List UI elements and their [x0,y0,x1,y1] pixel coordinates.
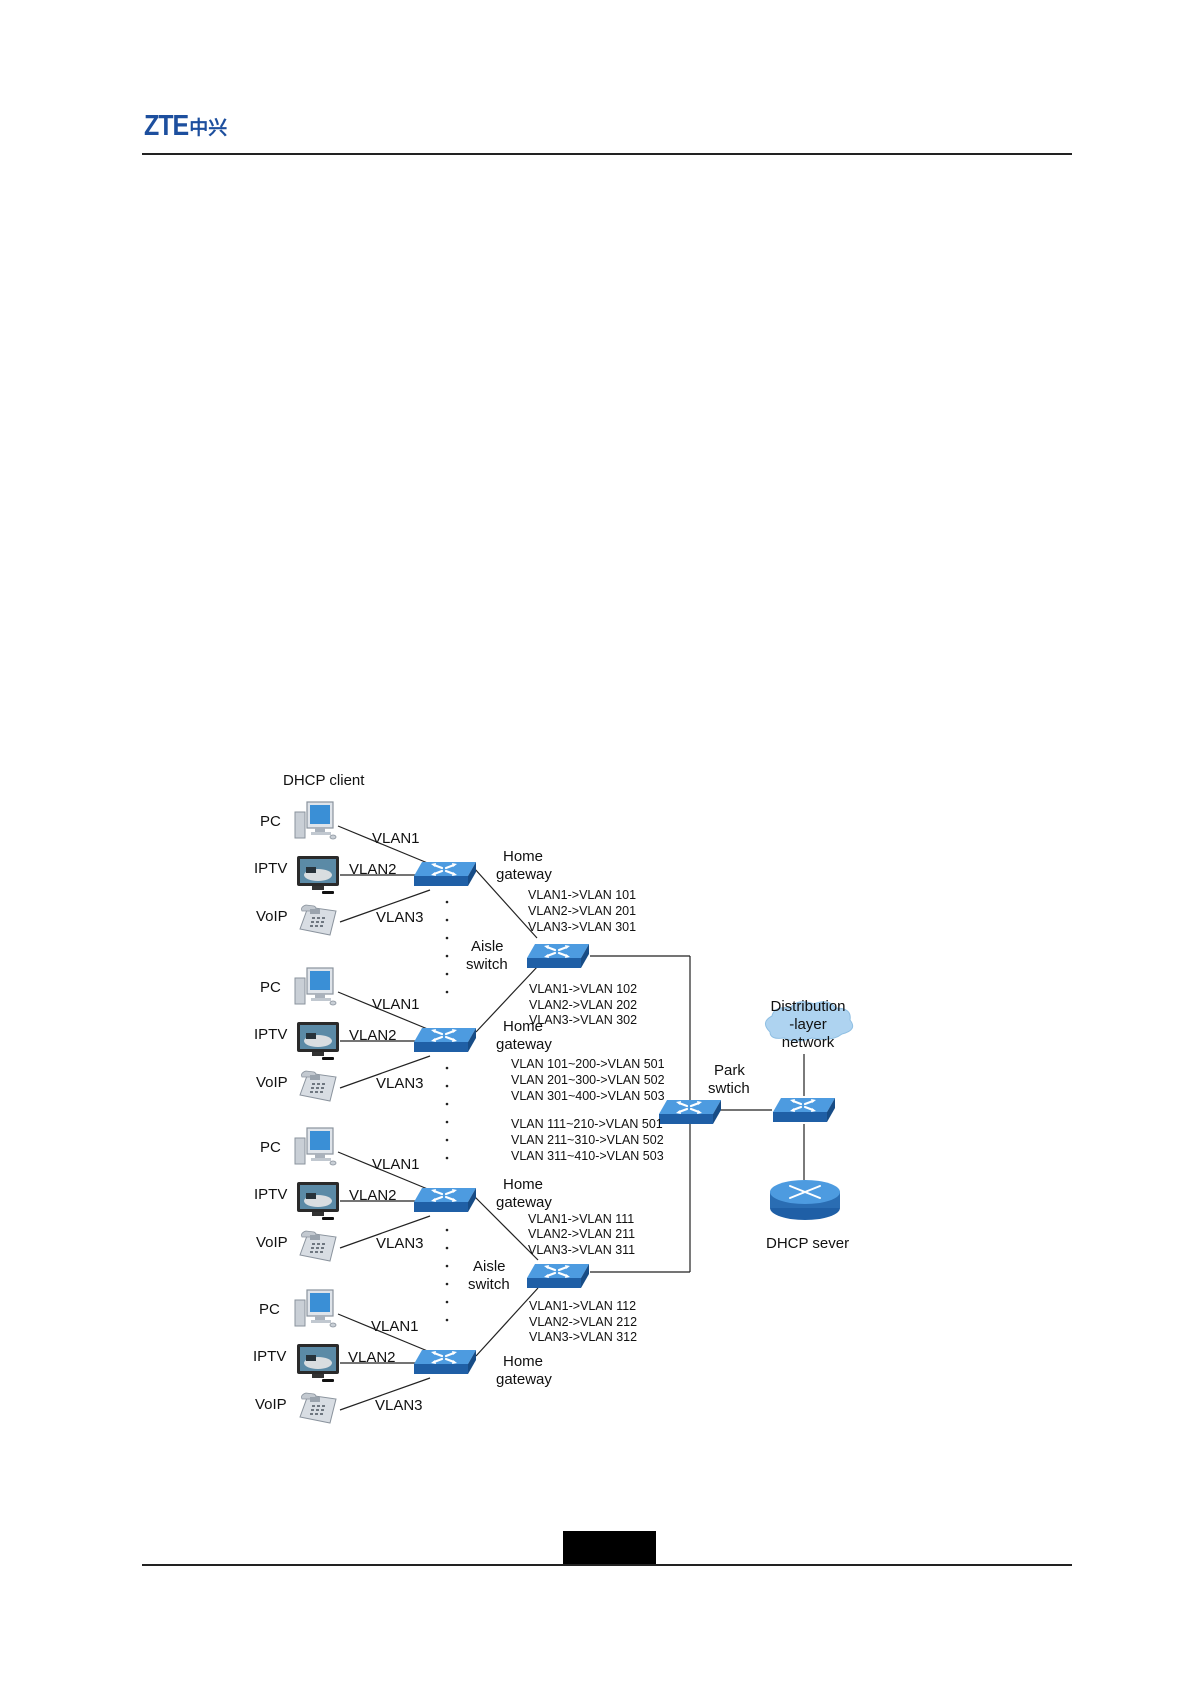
distribution-layer: Distribution -layer network [765,998,852,1122]
park-switch-label: Park [714,1062,745,1079]
vlan-label: VLAN3 [376,909,424,926]
aisle-mapping: VLAN 301~400->VLAN 503 [511,1089,665,1103]
client-group-3: PC IPTV VoIP VLAN1 VLAN2 VLAN3 VLAN 111~… [254,1117,664,1261]
gateway-label: gateway [496,1371,552,1388]
home-gateway-switch-icon [414,862,476,886]
aisle-switch-label: switch [466,956,508,973]
device-label: IPTV [254,1026,287,1043]
distribution-label: Distribution [770,998,845,1015]
park-switch: Park swtich [659,1062,750,1124]
voip-phone-icon [300,905,336,935]
aisle-switch-label: Aisle [471,938,504,955]
dhcp-server: DHCP sever [766,1180,849,1252]
vlan-label: VLAN1 [372,830,420,847]
aisle-switch-label: switch [468,1276,510,1293]
device-label: IPTV [254,1186,287,1203]
vlan-mapping: VLAN2->VLAN 211 [528,1227,635,1241]
vlan-label: VLAN3 [375,1397,423,1414]
device-label: IPTV [253,1348,286,1365]
vlan-mapping: VLAN3->VLAN 311 [528,1243,635,1257]
device-label: PC [260,979,281,996]
device-label: IPTV [254,860,287,877]
vlan-label: VLAN1 [371,1318,419,1335]
device-label: PC [260,813,281,830]
router-icon [770,1180,840,1220]
park-switch-label: swtich [708,1080,750,1097]
vlan-label: VLAN3 [376,1235,424,1252]
gateway-label: gateway [496,1194,552,1211]
client-group-1: PC IPTV VoIP VLAN1 VLAN2 VLAN3 Home gate… [254,802,636,935]
vlan-label: VLAN2 [348,1349,396,1366]
vlan-mapping: VLAN3->VLAN 302 [529,1013,637,1027]
aisle-switch-2: Aisle switch [468,1258,589,1293]
iptv-icon [297,1344,339,1382]
park-switch-icon [659,1100,721,1124]
pc-icon [295,802,336,839]
pc-icon [295,1290,336,1327]
gateway-label: Home [503,1176,543,1193]
gateway-label: gateway [496,1036,552,1053]
iptv-icon [297,1182,339,1220]
vlan-label: VLAN2 [349,1187,397,1204]
pc-icon [295,968,336,1005]
gateway-label: Home [503,1018,543,1035]
vlan-label: VLAN2 [349,861,397,878]
home-gateway-switch-icon [414,1188,476,1212]
vlan-mapping: VLAN3->VLAN 301 [528,920,636,934]
aisle-mapping: VLAN 201~300->VLAN 502 [511,1073,665,1087]
vlan-mapping: VLAN1->VLAN 112 [529,1299,636,1313]
home-gateway-switch-icon [414,1350,476,1374]
iptv-icon [297,1022,339,1060]
vlan-mapping: VLAN3->VLAN 312 [529,1330,637,1344]
vlan-label: VLAN1 [372,1156,420,1173]
device-label: VoIP [256,1234,288,1251]
dhcp-server-label: DHCP sever [766,1235,849,1252]
aisle-mapping: VLAN 101~200->VLAN 501 [511,1057,665,1071]
pc-icon [295,1128,336,1165]
gateway-label: gateway [496,866,552,883]
aisle-switch-1: Aisle switch [466,938,589,973]
aisle-switch-icon [527,1264,589,1288]
vlan-mapping: VLAN2->VLAN 201 [528,904,636,918]
vlan-mapping: VLAN2->VLAN 212 [529,1315,637,1329]
distribution-label: -layer [789,1016,827,1033]
distribution-switch-icon [773,1098,835,1122]
device-label: VoIP [255,1396,287,1413]
voip-phone-icon [300,1393,336,1423]
gateway-label: Home [503,1353,543,1370]
device-label: VoIP [256,908,288,925]
voip-phone-icon [300,1231,336,1261]
device-label: PC [259,1301,280,1318]
client-group-4: PC IPTV VoIP VLAN1 VLAN2 VLAN3 VLAN1->VL… [253,1290,637,1423]
aisle-switch-label: Aisle [473,1258,506,1275]
aisle-mapping: VLAN 311~410->VLAN 503 [511,1149,664,1163]
voip-phone-icon [300,1071,336,1101]
iptv-icon [297,856,339,894]
dhcp-client-label: DHCP client [283,772,365,789]
gateway-label: Home [503,848,543,865]
vlan-mapping: VLAN1->VLAN 111 [528,1212,634,1226]
vlan-label: VLAN1 [372,996,420,1013]
vlan-label: VLAN2 [349,1027,397,1044]
vlan-label: VLAN3 [376,1075,424,1092]
home-gateway-switch-icon [414,1028,476,1052]
footer-rule [142,1564,1072,1566]
vlan-mapping: VLAN2->VLAN 202 [529,998,637,1012]
ellipsis-dots [446,901,449,1322]
vlan-mapping: VLAN1->VLAN 101 [528,888,636,902]
page-number-tab [563,1531,656,1564]
device-label: PC [260,1139,281,1156]
aisle-mapping: VLAN 211~310->VLAN 502 [511,1133,664,1147]
device-label: VoIP [256,1074,288,1091]
vlan-mapping: VLAN1->VLAN 102 [529,982,637,996]
aisle-switch-icon [527,944,589,968]
aisle-mapping: VLAN 111~210->VLAN 501 [511,1117,663,1131]
distribution-label: network [782,1034,835,1051]
